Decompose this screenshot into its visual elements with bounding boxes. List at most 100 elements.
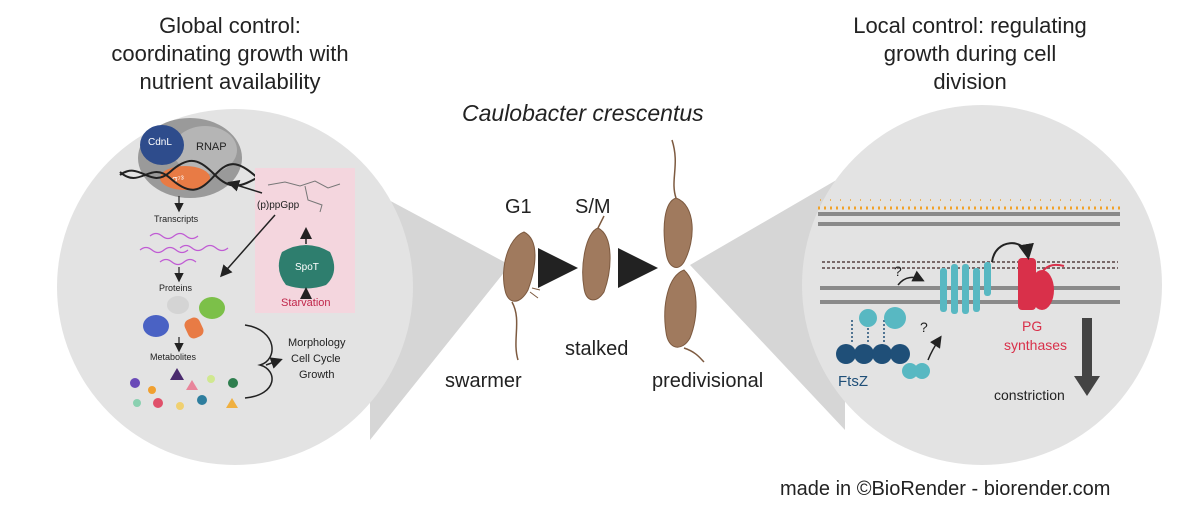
pg-synthases-label: synthases [1004,337,1067,353]
metabolite-star [197,395,207,405]
question-mark-2: ? [920,319,928,335]
pg-synthase-complex [991,242,1065,310]
peptidoglycan-layer [822,261,1118,269]
stalked-label: stalked [565,338,629,360]
pg-synthase-domain [1030,270,1054,310]
species-name: Caulobacter crescentus [462,100,704,126]
phase-g1-label: G1 [505,196,532,218]
inner-membrane-layer [820,286,1120,290]
tm-helix [973,268,980,312]
metabolite-triangle [226,398,238,408]
inner-membrane [820,286,1120,304]
protein-blue [143,315,169,337]
protein-green [199,297,225,319]
right-heading: Local control: regulating growth during … [805,12,1135,96]
metabolite-star [207,375,215,383]
metabolite-star [130,378,140,388]
ftsz-subunit [872,344,892,364]
question-mark-1: ? [894,263,902,279]
outcome-growth: Growth [299,369,334,381]
swarmer-body [503,231,536,302]
ppgpp-to-proteins-arrow [220,214,276,278]
ftsz-partner [902,363,918,379]
ftsz-anchor [884,307,906,329]
constriction-arrow-shaft [1082,318,1092,378]
outer-membrane-layer [818,222,1120,226]
outcome-bracket [244,324,273,399]
cdnl-label: CdnL [148,137,172,148]
metabolite-star [153,398,163,408]
ftsz-subunit [836,344,856,364]
dna-strand [119,163,261,191]
outcome-cell-cycle: Cell Cycle [291,353,341,365]
swarmer-flagellum [511,301,519,361]
swarmer-cell [503,231,541,361]
phase-sm-label: S/M [575,196,611,218]
right-zoom-circle [802,105,1162,465]
rna-strand [179,244,229,252]
pg-synthase-product-arrow [1041,263,1065,273]
tm-helix [940,268,947,312]
spot-label: SpoT [295,262,319,273]
constriction-arrow-head [1074,376,1100,396]
inner-membrane-layer [820,300,1120,304]
protein-cluster [143,296,225,339]
metabolite-triangle [170,368,184,380]
pg-synthase-stimulation-arrow [991,242,1034,263]
transcripts-rna [139,232,229,266]
question-arrow-2 [927,335,942,361]
transcripts-label: Transcripts [154,214,199,224]
left-heading: Global control: coordinating growth with… [65,12,395,96]
sigma-factor [160,166,210,190]
metabolite-shapes [130,368,238,410]
left-heading-line: Global control: [159,13,301,38]
rna-strand [159,258,197,266]
right-heading-line: Local control: regulating [853,13,1087,38]
metabolite-star [148,386,156,394]
ftsz-subunit [854,344,874,364]
rnap-label: RNAP [196,141,227,153]
spot-enzyme [278,245,335,289]
constriction-arrow [1074,318,1100,396]
ftsz-partner [914,363,930,379]
predivisional-flagellum [683,347,705,363]
ppgpp-molecule: (p)ppGpp [257,180,341,213]
tm-helix [962,264,969,314]
metabolites-label: Metabolites [150,352,197,362]
ftsz-anchor [859,309,877,327]
predivisional-cell [663,139,705,363]
protein-grey [167,296,189,314]
outer-membrane-layer [818,212,1120,216]
metabolite-star [176,402,184,410]
rna-strand [139,246,189,254]
stalked-body [582,227,611,301]
proteins-label: Proteins [159,283,193,293]
right-heading-line: division [933,69,1007,94]
predivisional-body-bottom [664,269,697,348]
ftsz-subunit [890,344,910,364]
swarmer-pili [529,287,541,299]
biorender-credit: made in ©BioRender - biorender.com [780,478,1111,500]
bracket-arrow [265,357,283,369]
question-arrow-1 [897,270,925,286]
constriction-label: constriction [994,387,1065,403]
outcome-morphology: Morphology [288,337,346,349]
predivisional-stalk [671,139,677,199]
protein-orange [184,317,204,339]
pg-synthases-label: PG [1022,318,1042,334]
transmembrane-protein [940,262,991,314]
metabolite-star [228,378,238,388]
metabolite-star [133,399,141,407]
predivisional-label: predivisional [652,370,764,392]
left-heading-line: nutrient availability [139,69,321,94]
ftsz-filament [836,307,930,379]
tm-helix [951,264,958,314]
metabolite-triangle [186,380,198,390]
ppgpp-to-rnap-arrow [227,179,263,194]
tm-helix [984,262,991,296]
right-heading-line: growth during cell [883,41,1057,66]
ppgpp-structure [267,180,341,213]
predivisional-body-top [663,197,693,268]
